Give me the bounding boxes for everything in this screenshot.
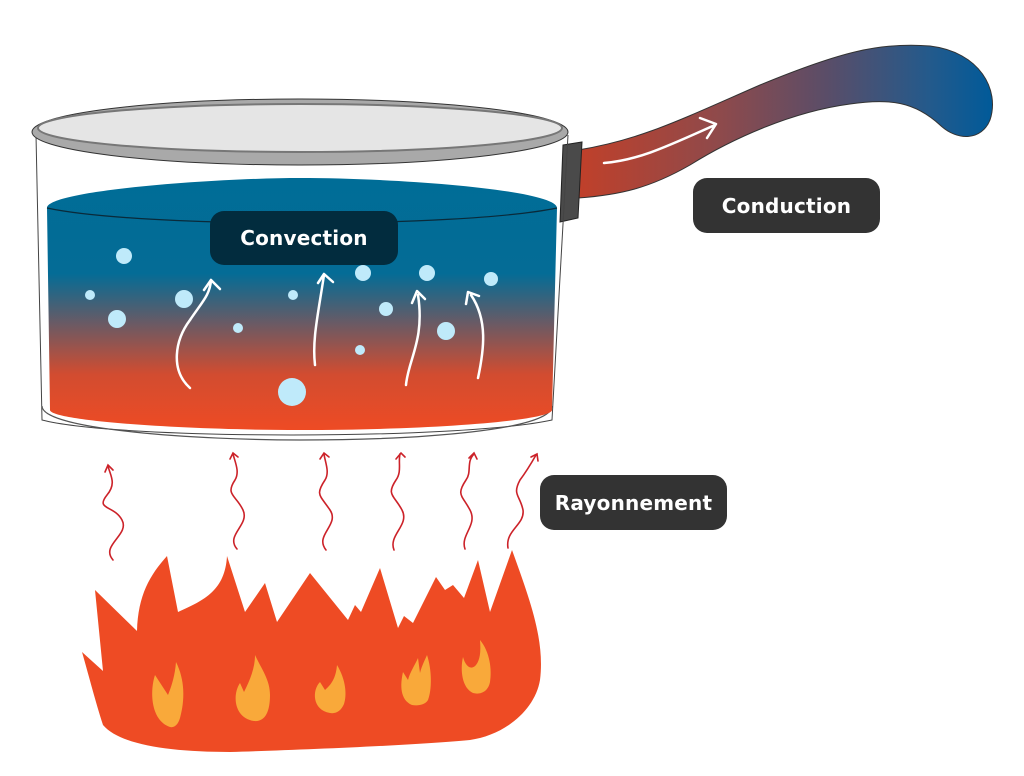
convection-arrows bbox=[175, 272, 485, 390]
conduction-arrowhead bbox=[698, 116, 718, 140]
radiation-wave bbox=[102, 465, 125, 561]
convection-label: Convection bbox=[210, 211, 398, 265]
outer-flames bbox=[82, 550, 541, 752]
radiation-arrowhead bbox=[104, 463, 114, 473]
convection-arrow bbox=[312, 273, 326, 367]
radiation-arrowhead bbox=[530, 452, 539, 462]
inner-flame bbox=[461, 640, 491, 694]
bubble bbox=[355, 345, 365, 355]
convection-arrowhead bbox=[410, 289, 427, 305]
convection-arrowhead bbox=[316, 272, 335, 285]
inner-flame bbox=[401, 655, 431, 706]
radiation-arrowhead bbox=[319, 451, 330, 460]
bubble bbox=[484, 272, 498, 286]
conduction-label: Conduction bbox=[693, 178, 880, 233]
rayonnement-label: Rayonnement bbox=[540, 475, 727, 530]
fire bbox=[82, 550, 541, 752]
radiation-wave bbox=[318, 453, 333, 551]
handle-body bbox=[577, 44, 993, 199]
bubble bbox=[175, 290, 193, 308]
pot bbox=[31, 98, 569, 441]
radiation-wave bbox=[390, 453, 405, 551]
bubble bbox=[379, 302, 393, 316]
radiation-waves bbox=[102, 451, 539, 561]
radiation-wave bbox=[507, 454, 537, 549]
radiation-arrowhead bbox=[395, 451, 406, 460]
pot-bottom bbox=[41, 405, 553, 441]
convection-arrowhead bbox=[464, 290, 481, 306]
radiation-wave bbox=[230, 453, 246, 550]
convection-arrow bbox=[469, 293, 485, 380]
convection-arrowhead bbox=[202, 278, 222, 292]
radiation-arrowhead bbox=[229, 451, 239, 460]
pot-handle bbox=[559, 44, 993, 223]
bubble bbox=[116, 248, 132, 264]
bubble bbox=[437, 322, 455, 340]
inner-flame bbox=[314, 665, 346, 714]
conduction-arrow bbox=[602, 123, 717, 165]
radiation-arrowhead bbox=[468, 451, 478, 460]
lid-top bbox=[37, 103, 563, 153]
convection-arrow bbox=[404, 293, 421, 387]
bubble bbox=[85, 290, 95, 300]
bubble bbox=[233, 323, 243, 333]
bubbles bbox=[85, 248, 498, 406]
radiation-wave bbox=[459, 453, 475, 550]
inner-flame bbox=[235, 655, 270, 722]
bubble bbox=[355, 265, 371, 281]
convection-arrow bbox=[175, 278, 213, 390]
inner-flame bbox=[152, 662, 184, 728]
bubble bbox=[108, 310, 126, 328]
bubble bbox=[288, 290, 298, 300]
bubble bbox=[419, 265, 435, 281]
handle-bracket bbox=[559, 141, 583, 223]
water bbox=[47, 178, 557, 430]
bubble bbox=[278, 378, 306, 406]
